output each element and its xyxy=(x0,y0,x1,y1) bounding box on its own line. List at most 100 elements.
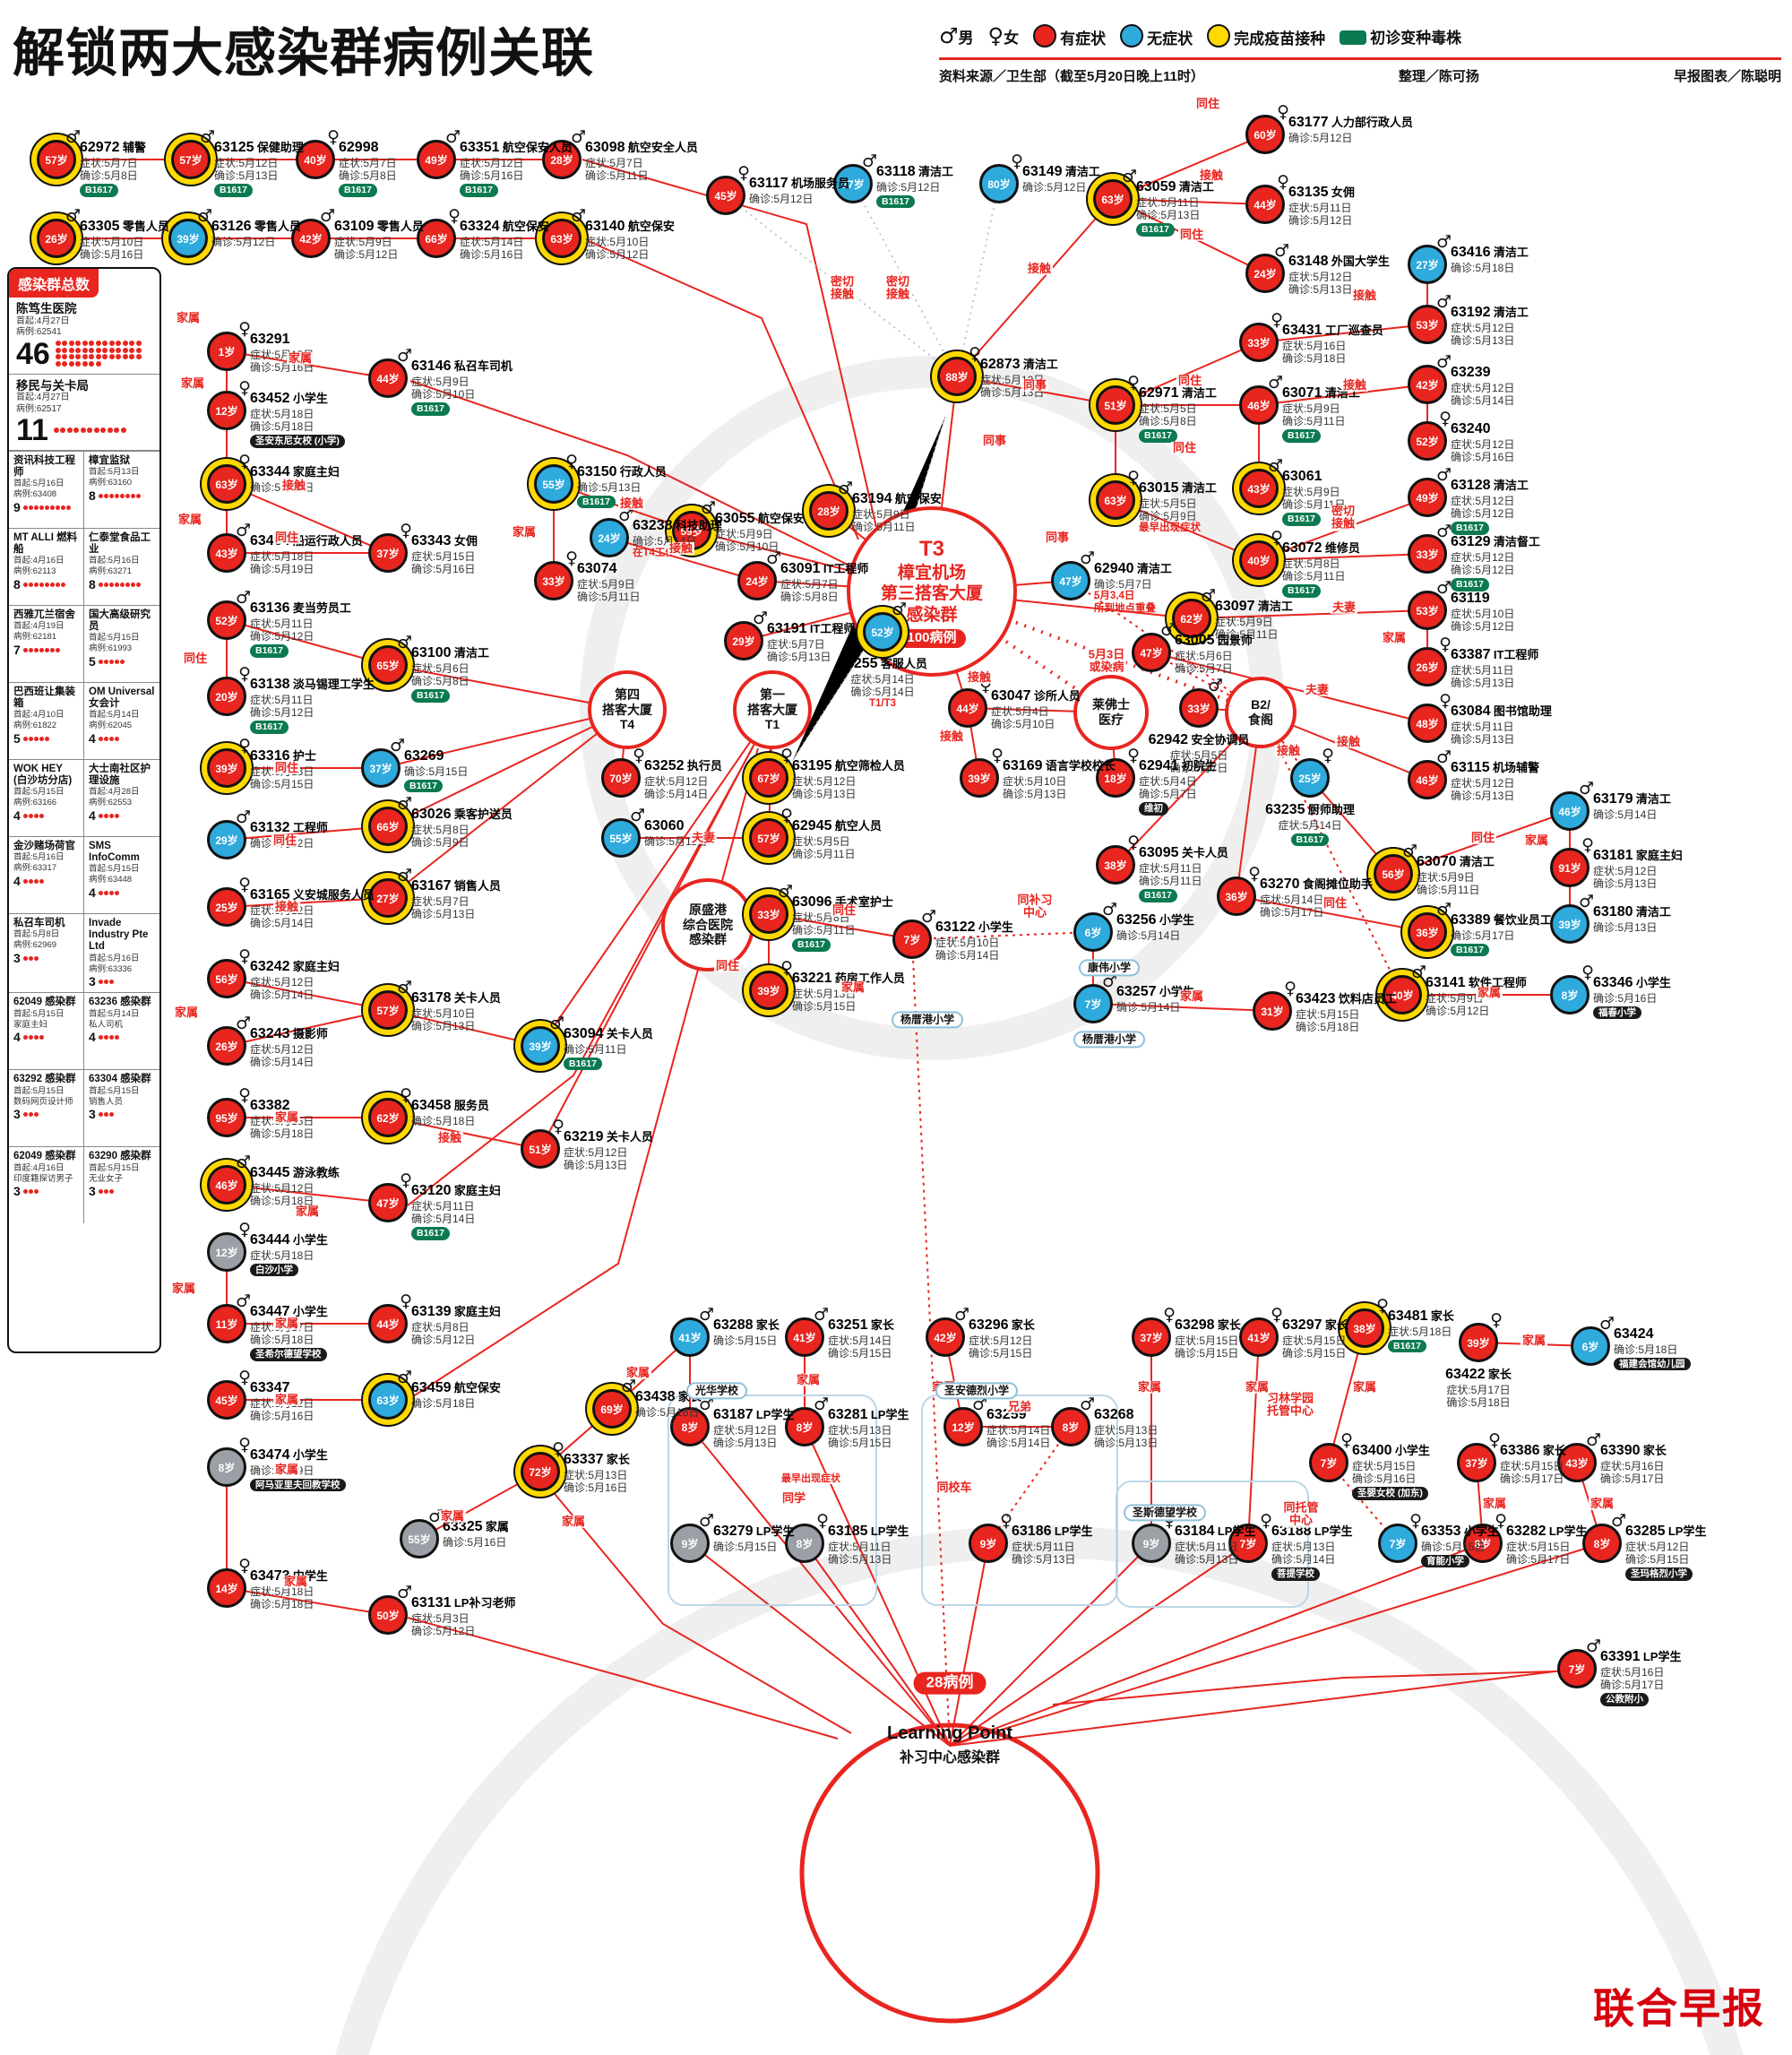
case-dot xyxy=(68,354,74,360)
relation-edge xyxy=(418,1471,541,1540)
case-dot xyxy=(122,347,128,353)
case-dot xyxy=(55,347,61,353)
male-icon: ♂ xyxy=(1435,747,1452,767)
case-dot xyxy=(55,505,60,510)
case-dot xyxy=(129,341,135,347)
case-dot xyxy=(44,647,49,652)
edge-label: 夫妻 xyxy=(1303,682,1331,697)
case-dot xyxy=(33,1188,39,1194)
case-dot xyxy=(60,505,65,510)
case-node-63015: 63岁♀ xyxy=(1096,468,1140,520)
case-dot xyxy=(39,878,44,884)
b1617-badge: B1617 xyxy=(1388,1340,1426,1353)
relation-edge xyxy=(725,194,958,377)
edge-label: 家属 xyxy=(272,1316,301,1331)
male-icon: ♂ xyxy=(199,127,215,147)
school-tag: 圣安德烈小学 xyxy=(935,1382,1019,1400)
case-dot xyxy=(22,736,28,741)
edge-label: 最早出现症状 xyxy=(780,1472,842,1485)
female-icon: ♀ xyxy=(1495,1511,1507,1531)
case-node-63140: 63岁♂ xyxy=(542,206,586,258)
case-node-63324: 66岁♀ xyxy=(417,206,461,258)
edge-label: 同住 xyxy=(272,760,301,775)
edge-label: 家属 xyxy=(281,1574,310,1589)
case-node-63298: 37岁♀ xyxy=(1132,1305,1176,1357)
case-dot xyxy=(28,505,33,510)
case-node-63181: 91岁♀ xyxy=(1550,835,1594,887)
case-node-63047: 44岁♀ xyxy=(948,676,992,728)
male-icon: ♂ xyxy=(396,346,412,366)
case-label-63148: 63148 外国大学生症状:5月12日确诊:5月13日 xyxy=(1288,254,1390,297)
hub-b2: B2/食阁 xyxy=(1225,677,1297,748)
school-badge: 圣玛格烈小学 xyxy=(1625,1567,1693,1581)
male-icon: ♂ xyxy=(953,1305,969,1325)
case-label-63180: 63180 清洁工确诊:5月13日 xyxy=(1593,904,1671,934)
female-icon: ♀ xyxy=(1011,151,1023,171)
male-icon: ♂ xyxy=(396,794,412,814)
edge-label: 同住 xyxy=(1193,96,1222,111)
case-dot xyxy=(129,347,135,353)
female-icon: ♀ xyxy=(238,664,251,684)
b1617-badge: B1617 xyxy=(339,184,377,197)
edge-label: 同住 xyxy=(830,902,858,918)
edge-label: 接触 xyxy=(1340,377,1369,393)
edge-label: 家属 xyxy=(1177,989,1206,1004)
female-icon: ♀ xyxy=(1163,1305,1176,1325)
case-dot xyxy=(120,427,126,434)
male-icon: ♂ xyxy=(1578,892,1594,911)
case-label-63416: 63416 清洁工确诊:5月18日 xyxy=(1451,245,1529,274)
b1617-badge: B1617 xyxy=(214,184,253,197)
case-dot xyxy=(98,582,103,587)
case-node-63091: 24岁♂ xyxy=(737,548,781,600)
case-dot xyxy=(68,347,74,353)
male-icon: ♂ xyxy=(1435,232,1452,252)
case-label-63221: 63221 药房工作人员症状:5月13日确诊:5月15日 xyxy=(792,971,905,1014)
male-icon: ♂ xyxy=(617,505,633,525)
female-icon: ♀ xyxy=(780,958,793,978)
female-icon: ♀ xyxy=(1271,310,1283,330)
case-dot xyxy=(130,493,135,498)
case-label-63219: 63219 关卡人员症状:5月12日确诊:5月13日 xyxy=(564,1129,653,1172)
relation-edge xyxy=(689,1426,951,1747)
edge-label: 家属 xyxy=(272,1110,301,1125)
case-dot xyxy=(28,582,33,587)
male-icon: ♂ xyxy=(1435,292,1452,312)
case-dot xyxy=(89,354,95,360)
hub-case-count: 28病例 xyxy=(913,1671,986,1695)
case-node-62945: 57岁♀ xyxy=(749,806,793,858)
case-dot xyxy=(28,955,33,961)
case-node-63288: 41岁♂ xyxy=(670,1305,714,1357)
case-label-63026: 63026 乘客护送员症状:5月8日确诊:5月9日 xyxy=(411,807,513,850)
edge-label: 接触 xyxy=(435,1130,464,1145)
female-icon: ♀ xyxy=(737,163,750,183)
relation-edge xyxy=(407,747,754,1206)
case-node-63221: 39岁♀ xyxy=(749,958,793,1010)
case-node-63459: 63岁♂ xyxy=(368,1368,412,1420)
case-dot xyxy=(119,582,125,587)
case-label-63187: 63187 LP学生症状:5月12日确诊:5月13日 xyxy=(713,1407,795,1450)
b1617-badge: B1617 xyxy=(1282,513,1321,526)
case-label-63047: 63047 诊所人员症状:5月4日确诊:5月10日 xyxy=(991,688,1081,731)
case-dot xyxy=(75,354,82,360)
case-dot xyxy=(108,736,114,741)
case-label-63179: 63179 清洁工确诊:5月14日 xyxy=(1593,791,1671,821)
male-icon: ♂ xyxy=(235,1153,251,1172)
case-dot xyxy=(108,341,115,347)
case-label-63282: 63282 LP学生症状:5月15日确诊:5月17日 xyxy=(1506,1524,1588,1567)
edge-label: 接触 xyxy=(617,496,646,511)
case-label-63139: 63139 家庭主妇症状:5月8日确诊:5月12日 xyxy=(411,1304,501,1347)
green-rect-icon xyxy=(1340,30,1367,45)
case-dot xyxy=(33,736,39,741)
male-icon: ♂ xyxy=(319,206,335,226)
case-node-63094: 39岁♂ xyxy=(521,1014,564,1066)
case-label-63270: 63270 食阁摊位助手症状:5月14日确诊:5月17日 xyxy=(1260,876,1373,920)
case-dot xyxy=(103,1188,108,1194)
edge-label: 夫妻 xyxy=(689,830,718,845)
case-dot xyxy=(33,813,39,818)
school-badge: 圣希尔德望学校 xyxy=(250,1348,327,1361)
